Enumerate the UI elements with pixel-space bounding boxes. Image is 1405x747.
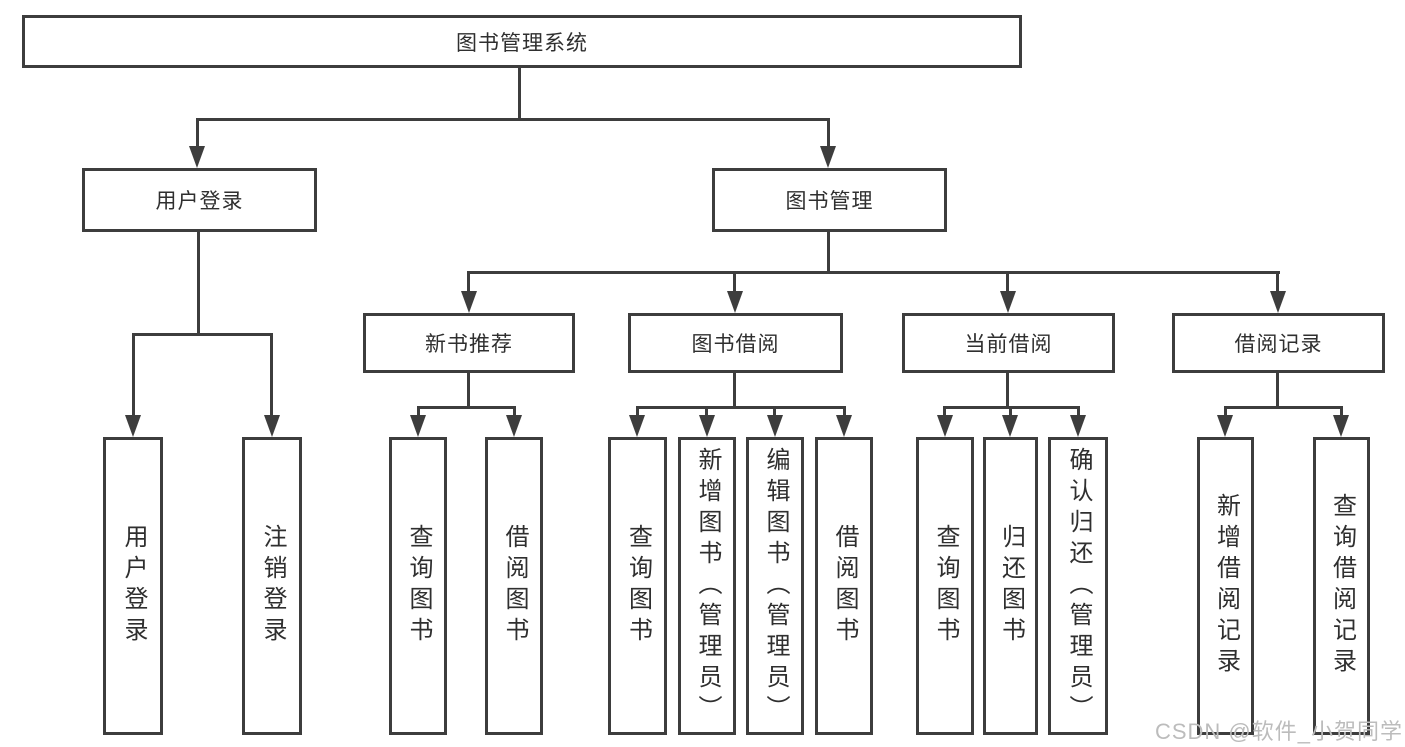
leaf-query-borrow-record-label: 查询借阅记录 — [1328, 493, 1356, 679]
connector-leg — [943, 406, 946, 420]
connector-leg — [513, 406, 516, 420]
leaf-query-books-2: 查询图书 — [608, 437, 667, 735]
arrow-down-icon — [461, 291, 477, 313]
connector-leg — [827, 118, 830, 152]
arrow-down-icon — [699, 415, 715, 437]
connector-stem — [518, 66, 521, 120]
connector-stem — [467, 373, 470, 409]
connector-leg — [132, 333, 135, 419]
connector-bar — [467, 271, 1280, 274]
connector-leg — [773, 406, 776, 420]
leaf-query-borrow-record: 查询借阅记录 — [1313, 437, 1370, 735]
arrow-down-icon — [1270, 291, 1286, 313]
arrow-down-icon — [937, 415, 953, 437]
leaf-borrow-books-1: 借阅图书 — [485, 437, 543, 735]
connector-leg — [843, 406, 846, 420]
connector-bar — [417, 406, 516, 409]
connector-stem — [197, 232, 200, 336]
connector-bar — [132, 333, 273, 336]
leaf-user-login-label: 用户登录 — [120, 524, 147, 648]
connector-leg — [270, 333, 273, 419]
node-book-management-label: 图书管理 — [785, 190, 874, 213]
leaf-return-books: 归还图书 — [983, 437, 1038, 735]
node-current-borrowing: 当前借阅 — [902, 313, 1115, 373]
leaf-add-books-admin: 新增图书（管理员） — [678, 437, 736, 735]
node-new-book-recommend: 新书推荐 — [363, 313, 575, 373]
node-root-system: 图书管理系统 — [22, 15, 1022, 68]
connector-bar — [196, 118, 830, 121]
arrow-down-icon — [264, 415, 280, 437]
leaf-query-books-1-label: 查询图书 — [405, 524, 432, 648]
leaf-return-books-label: 归还图书 — [997, 524, 1025, 648]
leaf-edit-books-admin-label: 编辑图书（管理员） — [762, 446, 789, 726]
arrow-down-icon — [1333, 415, 1349, 437]
connector-leg — [733, 271, 736, 295]
arrow-down-icon — [189, 146, 205, 168]
connector-leg — [417, 406, 420, 420]
connector-bar — [1224, 406, 1343, 409]
csdn-watermark: CSDN @软件_小贺同学 — [1154, 719, 1403, 744]
node-user-login-label: 用户登录 — [155, 190, 244, 213]
node-user-login: 用户登录 — [82, 168, 317, 232]
connector-leg — [1224, 406, 1227, 420]
node-current-borrowing-label: 当前借阅 — [964, 333, 1053, 356]
node-borrow-records-label: 借阅记录 — [1234, 333, 1323, 356]
node-new-book-recommend-label: 新书推荐 — [425, 333, 513, 356]
node-borrow-records: 借阅记录 — [1172, 313, 1385, 373]
leaf-query-books-2-label: 查询图书 — [624, 524, 652, 648]
leaf-add-books-admin-label: 新增图书（管理员） — [694, 446, 721, 726]
connector-stem — [1276, 373, 1279, 409]
connector-leg — [705, 406, 708, 420]
node-book-borrowing: 图书借阅 — [628, 313, 843, 373]
connector-leg — [1009, 406, 1012, 420]
connector-bar — [636, 406, 846, 409]
leaf-logout-label: 注销登录 — [259, 524, 286, 648]
connector-stem — [827, 232, 830, 274]
arrow-down-icon — [506, 415, 522, 437]
leaf-borrow-books-2-label: 借阅图书 — [831, 524, 858, 648]
leaf-confirm-return-admin: 确认归还（管理员） — [1048, 437, 1108, 735]
arrow-down-icon — [1070, 415, 1086, 437]
leaf-logout: 注销登录 — [242, 437, 302, 735]
leaf-edit-books-admin: 编辑图书（管理员） — [746, 437, 804, 735]
connector-leg — [467, 271, 470, 295]
connector-leg — [1340, 406, 1343, 420]
arrow-down-icon — [1000, 291, 1016, 313]
arrow-down-icon — [629, 415, 645, 437]
connector-leg — [1276, 271, 1279, 295]
connector-leg — [1006, 271, 1009, 295]
node-root-label: 图书管理系统 — [456, 31, 588, 55]
leaf-query-books-3-label: 查询图书 — [932, 524, 959, 648]
leaf-add-borrow-record: 新增借阅记录 — [1197, 437, 1254, 735]
leaf-add-borrow-record-label: 新增借阅记录 — [1212, 493, 1240, 679]
arrow-down-icon — [1002, 415, 1018, 437]
arrow-down-icon — [410, 415, 426, 437]
arrow-down-icon — [767, 415, 783, 437]
arrow-down-icon — [727, 291, 743, 313]
leaf-user-login: 用户登录 — [103, 437, 163, 735]
arrow-down-icon — [820, 146, 836, 168]
connector-leg — [1077, 406, 1080, 420]
arrow-down-icon — [836, 415, 852, 437]
arrow-down-icon — [125, 415, 141, 437]
leaf-borrow-books-1-label: 借阅图书 — [501, 524, 528, 648]
node-book-borrowing-label: 图书借阅 — [691, 333, 780, 356]
node-book-management: 图书管理 — [712, 168, 947, 232]
connector-stem — [1006, 373, 1009, 409]
arrow-down-icon — [1217, 415, 1233, 437]
connector-leg — [196, 118, 199, 152]
leaf-query-books-1: 查询图书 — [389, 437, 447, 735]
leaf-borrow-books-2: 借阅图书 — [815, 437, 873, 735]
connector-leg — [636, 406, 639, 420]
leaf-query-books-3: 查询图书 — [916, 437, 974, 735]
leaf-confirm-return-admin-label: 确认归还（管理员） — [1065, 446, 1092, 726]
connector-stem — [733, 373, 736, 409]
